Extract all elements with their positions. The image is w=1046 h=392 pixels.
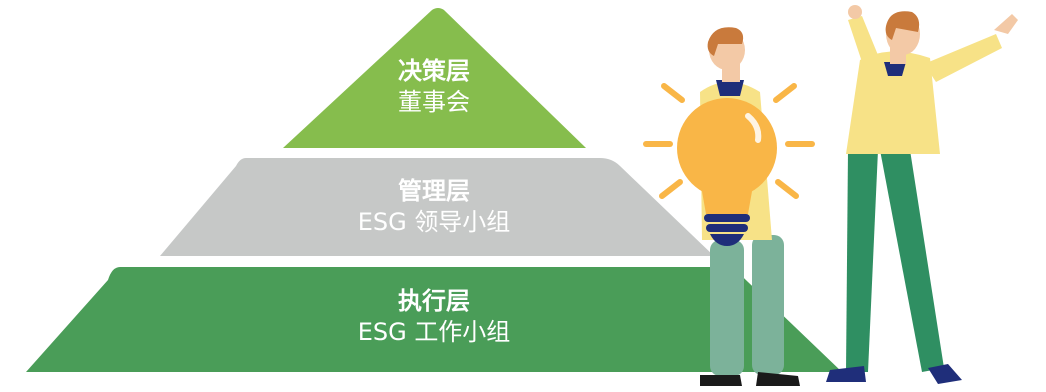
tier-middle-shape	[160, 158, 714, 256]
tier-top-title: 决策层	[398, 57, 470, 85]
tier-bottom-title: 执行层	[398, 287, 470, 315]
tier-top-shape	[283, 8, 586, 148]
lightbulb-rays	[643, 83, 815, 199]
tier-top-subtitle: 董事会	[398, 88, 470, 116]
tier-bottom-subtitle: ESG 工作小组	[357, 318, 511, 346]
tier-bottom: 执行层 ESG 工作小组	[284, 286, 584, 348]
person-cheering-icon	[826, 5, 1018, 384]
tier-bottom-shape	[26, 267, 842, 372]
tier-middle: 管理层 ESG 领导小组	[284, 176, 584, 238]
lightbulb-icon	[677, 98, 777, 246]
tier-middle-title: 管理层	[398, 177, 470, 205]
tier-middle-subtitle: ESG 领导小组	[357, 208, 511, 236]
tier-top: 决策层 董事会	[284, 56, 584, 118]
